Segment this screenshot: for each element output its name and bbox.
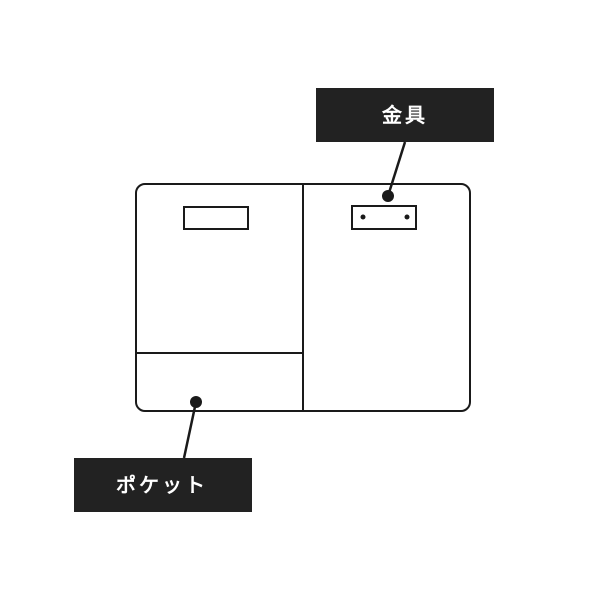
hardware-label: 金具 — [381, 103, 428, 127]
hardware-label-box — [316, 88, 494, 142]
pocket-leader-line — [182, 401, 198, 459]
clip-rivet-left — [360, 214, 366, 220]
pocket-label: ポケット — [116, 473, 208, 497]
pocket-label-box — [74, 458, 252, 512]
clip-hardware — [351, 205, 417, 230]
left-panel-cutout — [183, 206, 249, 230]
hardware-leader-line — [386, 141, 407, 197]
hardware-leader-dot — [382, 190, 394, 202]
pocket-leader-dot — [190, 396, 202, 408]
clip-rivet-right — [404, 214, 410, 220]
